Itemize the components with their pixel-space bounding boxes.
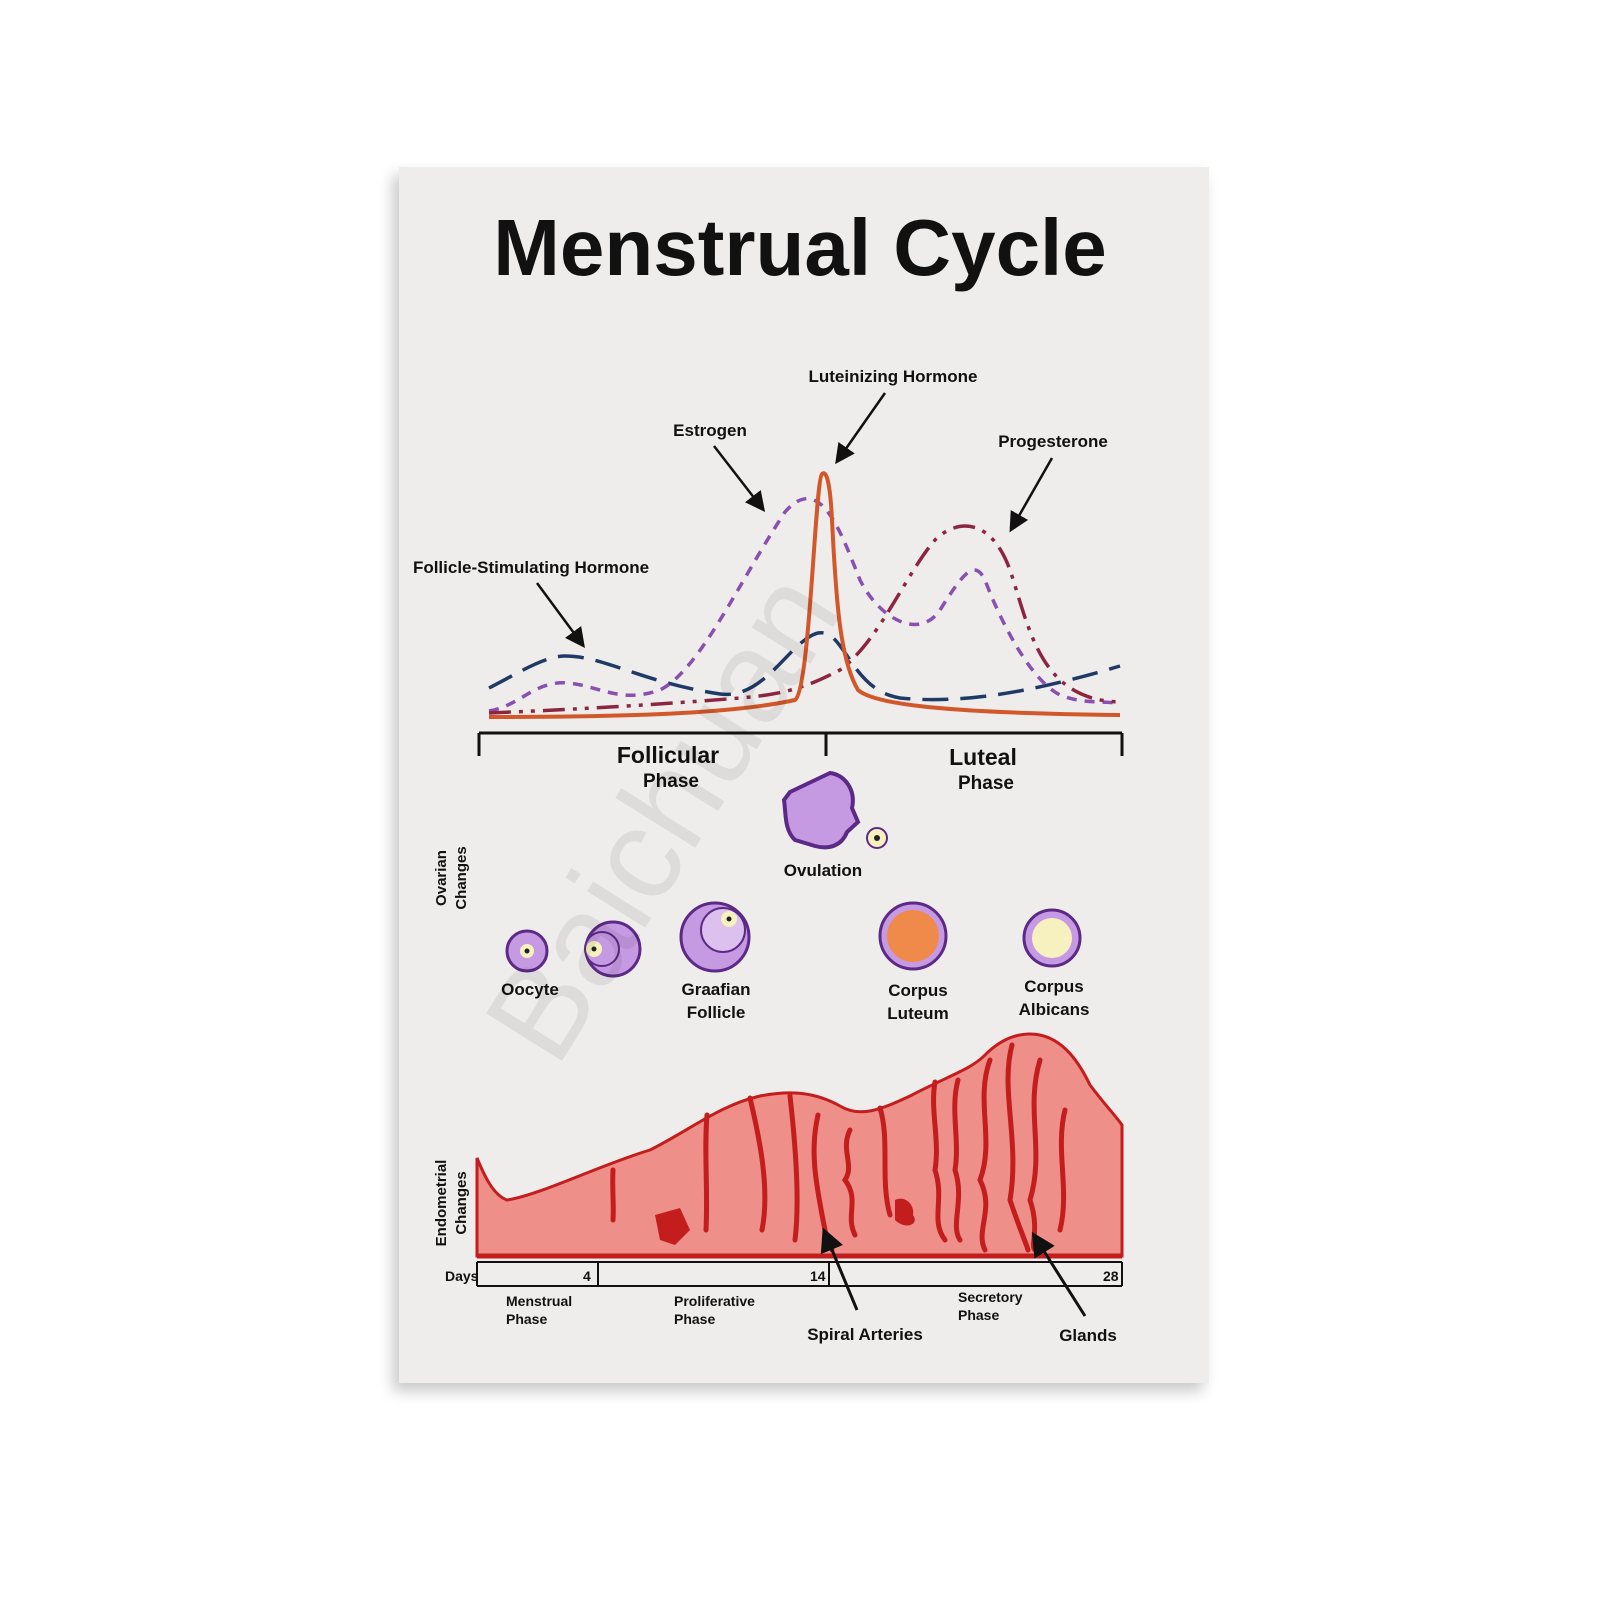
label-spiral-arteries: Spiral Arteries [807, 1325, 923, 1344]
day-28: 28 [1103, 1268, 1119, 1284]
side-label-endometrial: Endometrial [433, 1160, 450, 1247]
lh-curve [488, 471, 1121, 719]
label-fsh: Follicle-Stimulating Hormone [413, 558, 649, 577]
fsh-curve [488, 631, 1121, 702]
page-title: Menstrual Cycle [493, 203, 1107, 292]
label-luteum: Corpus [888, 981, 948, 1000]
label-graafian: Graafian [682, 980, 751, 999]
ovarian-phase-bracket [477, 731, 1124, 756]
phase-follicular: Follicular [617, 742, 719, 768]
label-progesterone: Progesterone [998, 432, 1108, 451]
label-glands: Glands [1059, 1326, 1117, 1345]
label-graafian-2: Follicle [687, 1003, 746, 1022]
label-albicans: Corpus [1024, 977, 1084, 996]
phase-menstrual-2: Phase [506, 1311, 547, 1327]
day-4: 4 [583, 1268, 591, 1284]
arrow-estrogen [713, 445, 766, 512]
label-estrogen: Estrogen [673, 421, 747, 440]
follicle-stages [505, 901, 1082, 978]
label-ovulation: Ovulation [784, 861, 862, 880]
ruptured-follicle [781, 770, 861, 850]
label-oocyte: Oocyte [501, 980, 559, 999]
phase-follicular-sub: Phase [643, 771, 699, 792]
endometrium [475, 1032, 1124, 1259]
arrow-fsh [535, 582, 585, 649]
arrow-glands [1031, 1231, 1087, 1317]
side-label-ovarian: Ovarian [433, 850, 450, 906]
phase-proliferative-2: Phase [674, 1311, 715, 1327]
hormone-curves [488, 471, 1121, 719]
label-albicans-2: Albicans [1019, 1000, 1090, 1019]
arrow-spiral-arteries [820, 1227, 859, 1311]
side-label-ovarian-2: Changes [453, 846, 470, 909]
arrow-progesterone [1009, 457, 1054, 533]
days-axis [476, 1261, 1123, 1287]
phase-secretory: Secretory [958, 1289, 1023, 1305]
side-label-endometrial-2: Changes [453, 1171, 470, 1234]
label-lh: Luteinizing Hormone [808, 367, 977, 386]
estrogen-curve [488, 496, 1121, 713]
phase-luteal: Luteal [949, 744, 1017, 770]
phase-menstrual: Menstrual [506, 1293, 572, 1309]
phase-luteal-sub: Phase [958, 773, 1014, 794]
days-label: Days [445, 1268, 479, 1284]
day-14: 14 [810, 1268, 826, 1284]
phase-secretory-2: Phase [958, 1307, 999, 1323]
phase-proliferative: Proliferative [674, 1293, 755, 1309]
label-luteum-2: Luteum [887, 1004, 948, 1023]
progesterone-curve [488, 524, 1121, 715]
arrow-lh [835, 392, 887, 465]
